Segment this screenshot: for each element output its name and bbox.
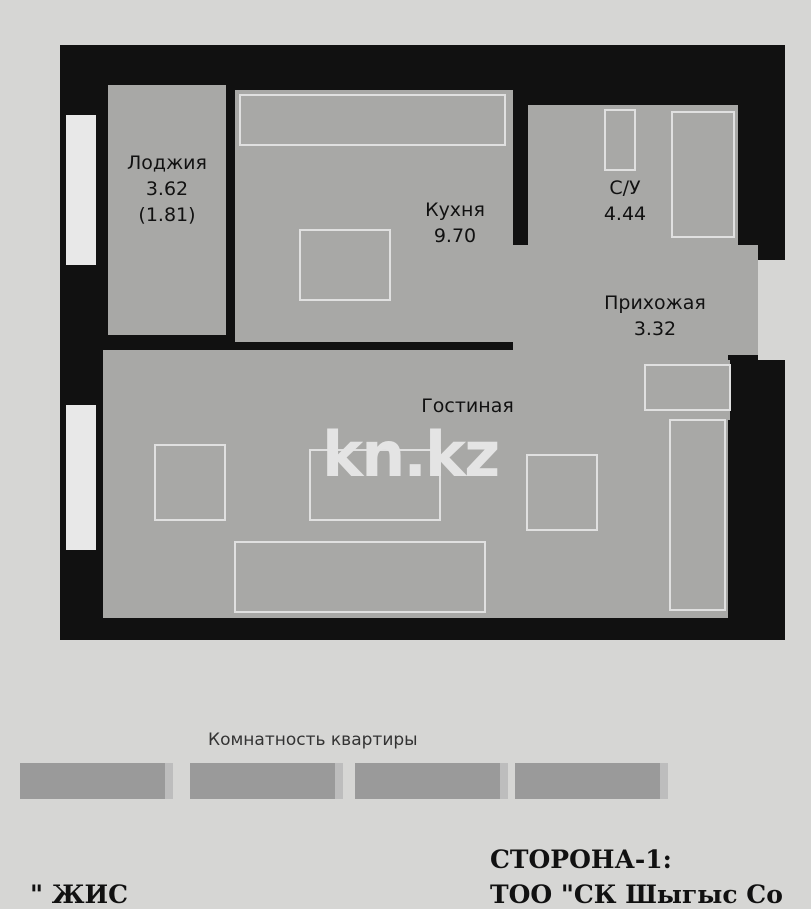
contract-fragment: " ЖИС bbox=[30, 880, 129, 909]
room-area: 3.62 bbox=[145, 178, 189, 200]
room-name: Лоджия bbox=[127, 152, 207, 174]
room-bathroom: С/У 4.44 bbox=[575, 175, 675, 227]
contract-company: ТОО "СК Шыгыс Со bbox=[490, 880, 783, 909]
room-area: 9.70 bbox=[433, 225, 477, 247]
room-count-button-4[interactable] bbox=[515, 763, 668, 799]
room-area-note: (1.81) bbox=[138, 204, 196, 226]
room-count-button-3[interactable] bbox=[355, 763, 508, 799]
room-name: Прихожая bbox=[604, 292, 706, 314]
room-count-button-1[interactable] bbox=[20, 763, 173, 799]
room-kitchen: Кухня 9.70 bbox=[395, 197, 515, 249]
room-area: 3.32 bbox=[633, 318, 677, 340]
room-area: 4.44 bbox=[603, 203, 647, 225]
room-count-title: Комнатность квартиры bbox=[208, 730, 418, 750]
room-loggia: Лоджия 3.62 (1.81) bbox=[108, 150, 226, 228]
room-living: Гостиная bbox=[400, 393, 535, 419]
contract-side: СТОРОНА-1: bbox=[490, 845, 672, 874]
room-count-button-2[interactable] bbox=[190, 763, 343, 799]
room-hallway: Прихожая 3.32 bbox=[585, 290, 725, 342]
room-name: Кухня bbox=[425, 199, 485, 221]
room-name: С/У bbox=[609, 177, 641, 199]
watermark: kn.kz bbox=[322, 418, 500, 491]
floor-plan bbox=[60, 45, 785, 640]
room-name: Гостиная bbox=[421, 395, 514, 417]
